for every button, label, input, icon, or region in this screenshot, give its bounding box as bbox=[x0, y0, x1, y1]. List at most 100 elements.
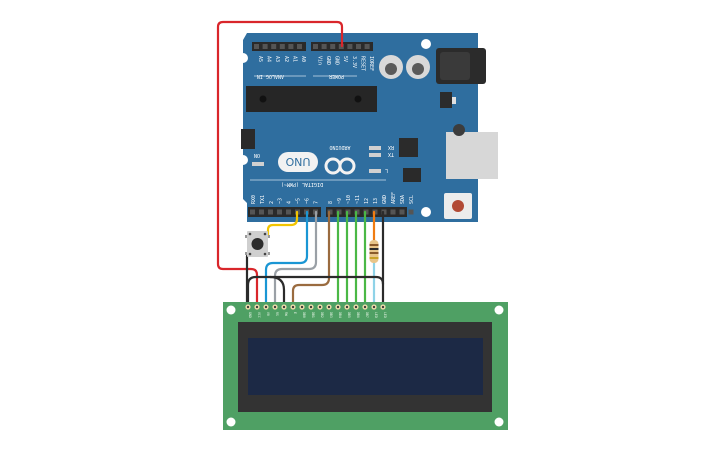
power-pin-hole[interactable] bbox=[364, 44, 370, 49]
digital-pin-label: 12 bbox=[364, 198, 370, 204]
power-pin-label: RESET bbox=[359, 56, 365, 71]
digital-pin-hole[interactable] bbox=[390, 209, 396, 215]
usb-port bbox=[446, 132, 498, 179]
digital-pin-hole[interactable] bbox=[408, 209, 414, 215]
digital-pin-label: TX1 bbox=[260, 195, 266, 204]
power-pin-hole[interactable] bbox=[321, 44, 327, 49]
digital-pin-label: SCL bbox=[409, 195, 415, 204]
lcd-pin-label: RW bbox=[284, 312, 288, 316]
analog-pin-label: A0 bbox=[300, 56, 306, 62]
power-pin-label: 5V bbox=[342, 56, 348, 62]
pushbutton[interactable] bbox=[245, 231, 270, 257]
digital-pin-label: ~5 bbox=[296, 198, 302, 204]
digital-pin-label: SDA bbox=[400, 195, 406, 204]
digital-pin-hole[interactable] bbox=[259, 209, 264, 215]
lcd-pin-label: VCC bbox=[257, 312, 261, 318]
uno-logo bbox=[278, 152, 318, 172]
wire-pin8-to-e[interactable] bbox=[291, 210, 331, 309]
tx-led bbox=[369, 153, 381, 157]
digital-pin-hole[interactable] bbox=[399, 209, 405, 215]
analog-pin-hole[interactable] bbox=[262, 44, 268, 49]
power-pin-hole[interactable] bbox=[356, 44, 361, 49]
mount-hole bbox=[421, 207, 431, 217]
lcd-pin-label: LED bbox=[374, 312, 378, 318]
voltage-regulator bbox=[440, 92, 452, 108]
power-pin-label: Vin bbox=[316, 56, 322, 65]
lcd-pin-label: RS bbox=[275, 312, 279, 316]
lcd-screen bbox=[248, 338, 483, 395]
rx-label: RX bbox=[388, 144, 394, 150]
lcd-pin-label: E bbox=[293, 312, 297, 314]
digital-pin-label: 4 bbox=[287, 201, 293, 204]
analog-pin-label: A2 bbox=[283, 56, 289, 62]
mount-hole bbox=[238, 155, 248, 165]
analog-pin-label: A3 bbox=[274, 56, 280, 62]
digital-pin-label: 8 bbox=[328, 201, 334, 204]
digital-pin-label: 7 bbox=[313, 201, 319, 204]
power-pin-hole[interactable] bbox=[347, 44, 353, 49]
mount-hole bbox=[421, 39, 431, 49]
power-pin-hole[interactable] bbox=[313, 44, 318, 49]
digital-pin-hole[interactable] bbox=[268, 209, 273, 215]
lcd-pin-label: DB4 bbox=[338, 312, 342, 318]
digital-pin-label: ~3 bbox=[278, 198, 284, 204]
on-led bbox=[252, 162, 264, 166]
analog-pin-hole[interactable] bbox=[254, 44, 259, 49]
digital-pin-hole[interactable] bbox=[277, 209, 282, 215]
analog-pin-hole[interactable] bbox=[279, 44, 285, 49]
on-label: ON bbox=[254, 152, 260, 158]
analog-pin-hole[interactable] bbox=[288, 44, 294, 49]
power-pin-label: GND bbox=[325, 56, 331, 65]
arduino-brand-text: ARDUINO bbox=[329, 144, 350, 150]
icsp-header-2 bbox=[403, 168, 421, 182]
digital-pin-label: ~11 bbox=[355, 195, 361, 204]
power-pin-label: GND bbox=[334, 56, 340, 65]
lcd-pin-label: DB2 bbox=[320, 312, 324, 318]
power-pin-label: 3.3V bbox=[351, 56, 357, 68]
wire-pin6-to-v0[interactable] bbox=[264, 210, 309, 309]
arduino-infinity-logo bbox=[324, 157, 356, 175]
power-pin-hole[interactable] bbox=[330, 44, 336, 49]
resistor[interactable] bbox=[369, 240, 379, 263]
lcd-pin-label: GND bbox=[248, 312, 252, 318]
uno-logo-text: UNO bbox=[285, 155, 310, 168]
wire-pin7-to-rs[interactable] bbox=[273, 210, 318, 309]
lcd-pin-label: DB3 bbox=[329, 312, 333, 318]
lcd-pin-label: LED bbox=[383, 312, 387, 318]
wire-5v-to-vcc[interactable] bbox=[216, 20, 344, 309]
lcd-pin-label: DB1 bbox=[311, 312, 315, 318]
analog-pin-label: A5 bbox=[257, 56, 263, 62]
tx-label: TX bbox=[388, 151, 394, 157]
l-label: L bbox=[385, 167, 388, 173]
mount-hole bbox=[238, 53, 248, 63]
wire-ground-bus[interactable] bbox=[246, 275, 385, 309]
digital-pin-label: RX0 bbox=[251, 195, 257, 204]
analog-pin-label: A1 bbox=[291, 56, 297, 62]
digital-header-low[interactable] bbox=[248, 207, 321, 217]
lcd-pin-label: DB0 bbox=[302, 312, 306, 318]
analog-pin-hole[interactable] bbox=[297, 44, 302, 49]
digital-pin-label: ~10 bbox=[346, 195, 352, 204]
lcd-pin-label: V0 bbox=[266, 312, 270, 316]
analog-pin-hole[interactable] bbox=[271, 44, 277, 49]
digital-pin-hole[interactable] bbox=[286, 209, 291, 215]
wire-button-to-pin5[interactable] bbox=[266, 210, 299, 238]
analog-header[interactable] bbox=[252, 42, 306, 51]
digital-pin-label: 2 bbox=[269, 201, 275, 204]
lcd-pin-label: DB5 bbox=[347, 312, 351, 318]
rx-led bbox=[369, 146, 381, 150]
lcd-pin-label: DB6 bbox=[356, 312, 360, 318]
lcd-16x2[interactable]: GND VCC V0 RS RW E DB0 DB1 DB2 DB3 DB4 DB5 DB6 DB7 LED… bbox=[223, 302, 508, 430]
digital-pin-label: GND bbox=[382, 195, 388, 204]
usb-chip bbox=[399, 138, 418, 157]
digital-pin-label: 13 bbox=[373, 198, 379, 204]
digital-pin-label: ~9 bbox=[337, 198, 343, 204]
icsp-header bbox=[241, 129, 255, 149]
digital-pin-label: AREF bbox=[391, 192, 397, 204]
digital-pin-hole[interactable] bbox=[250, 209, 255, 215]
wire-ground-to-rw[interactable] bbox=[268, 275, 286, 309]
lcd-pin-label: DB7 bbox=[365, 312, 369, 318]
digital-header-label: DIGITAL (PWM~) bbox=[281, 181, 323, 187]
